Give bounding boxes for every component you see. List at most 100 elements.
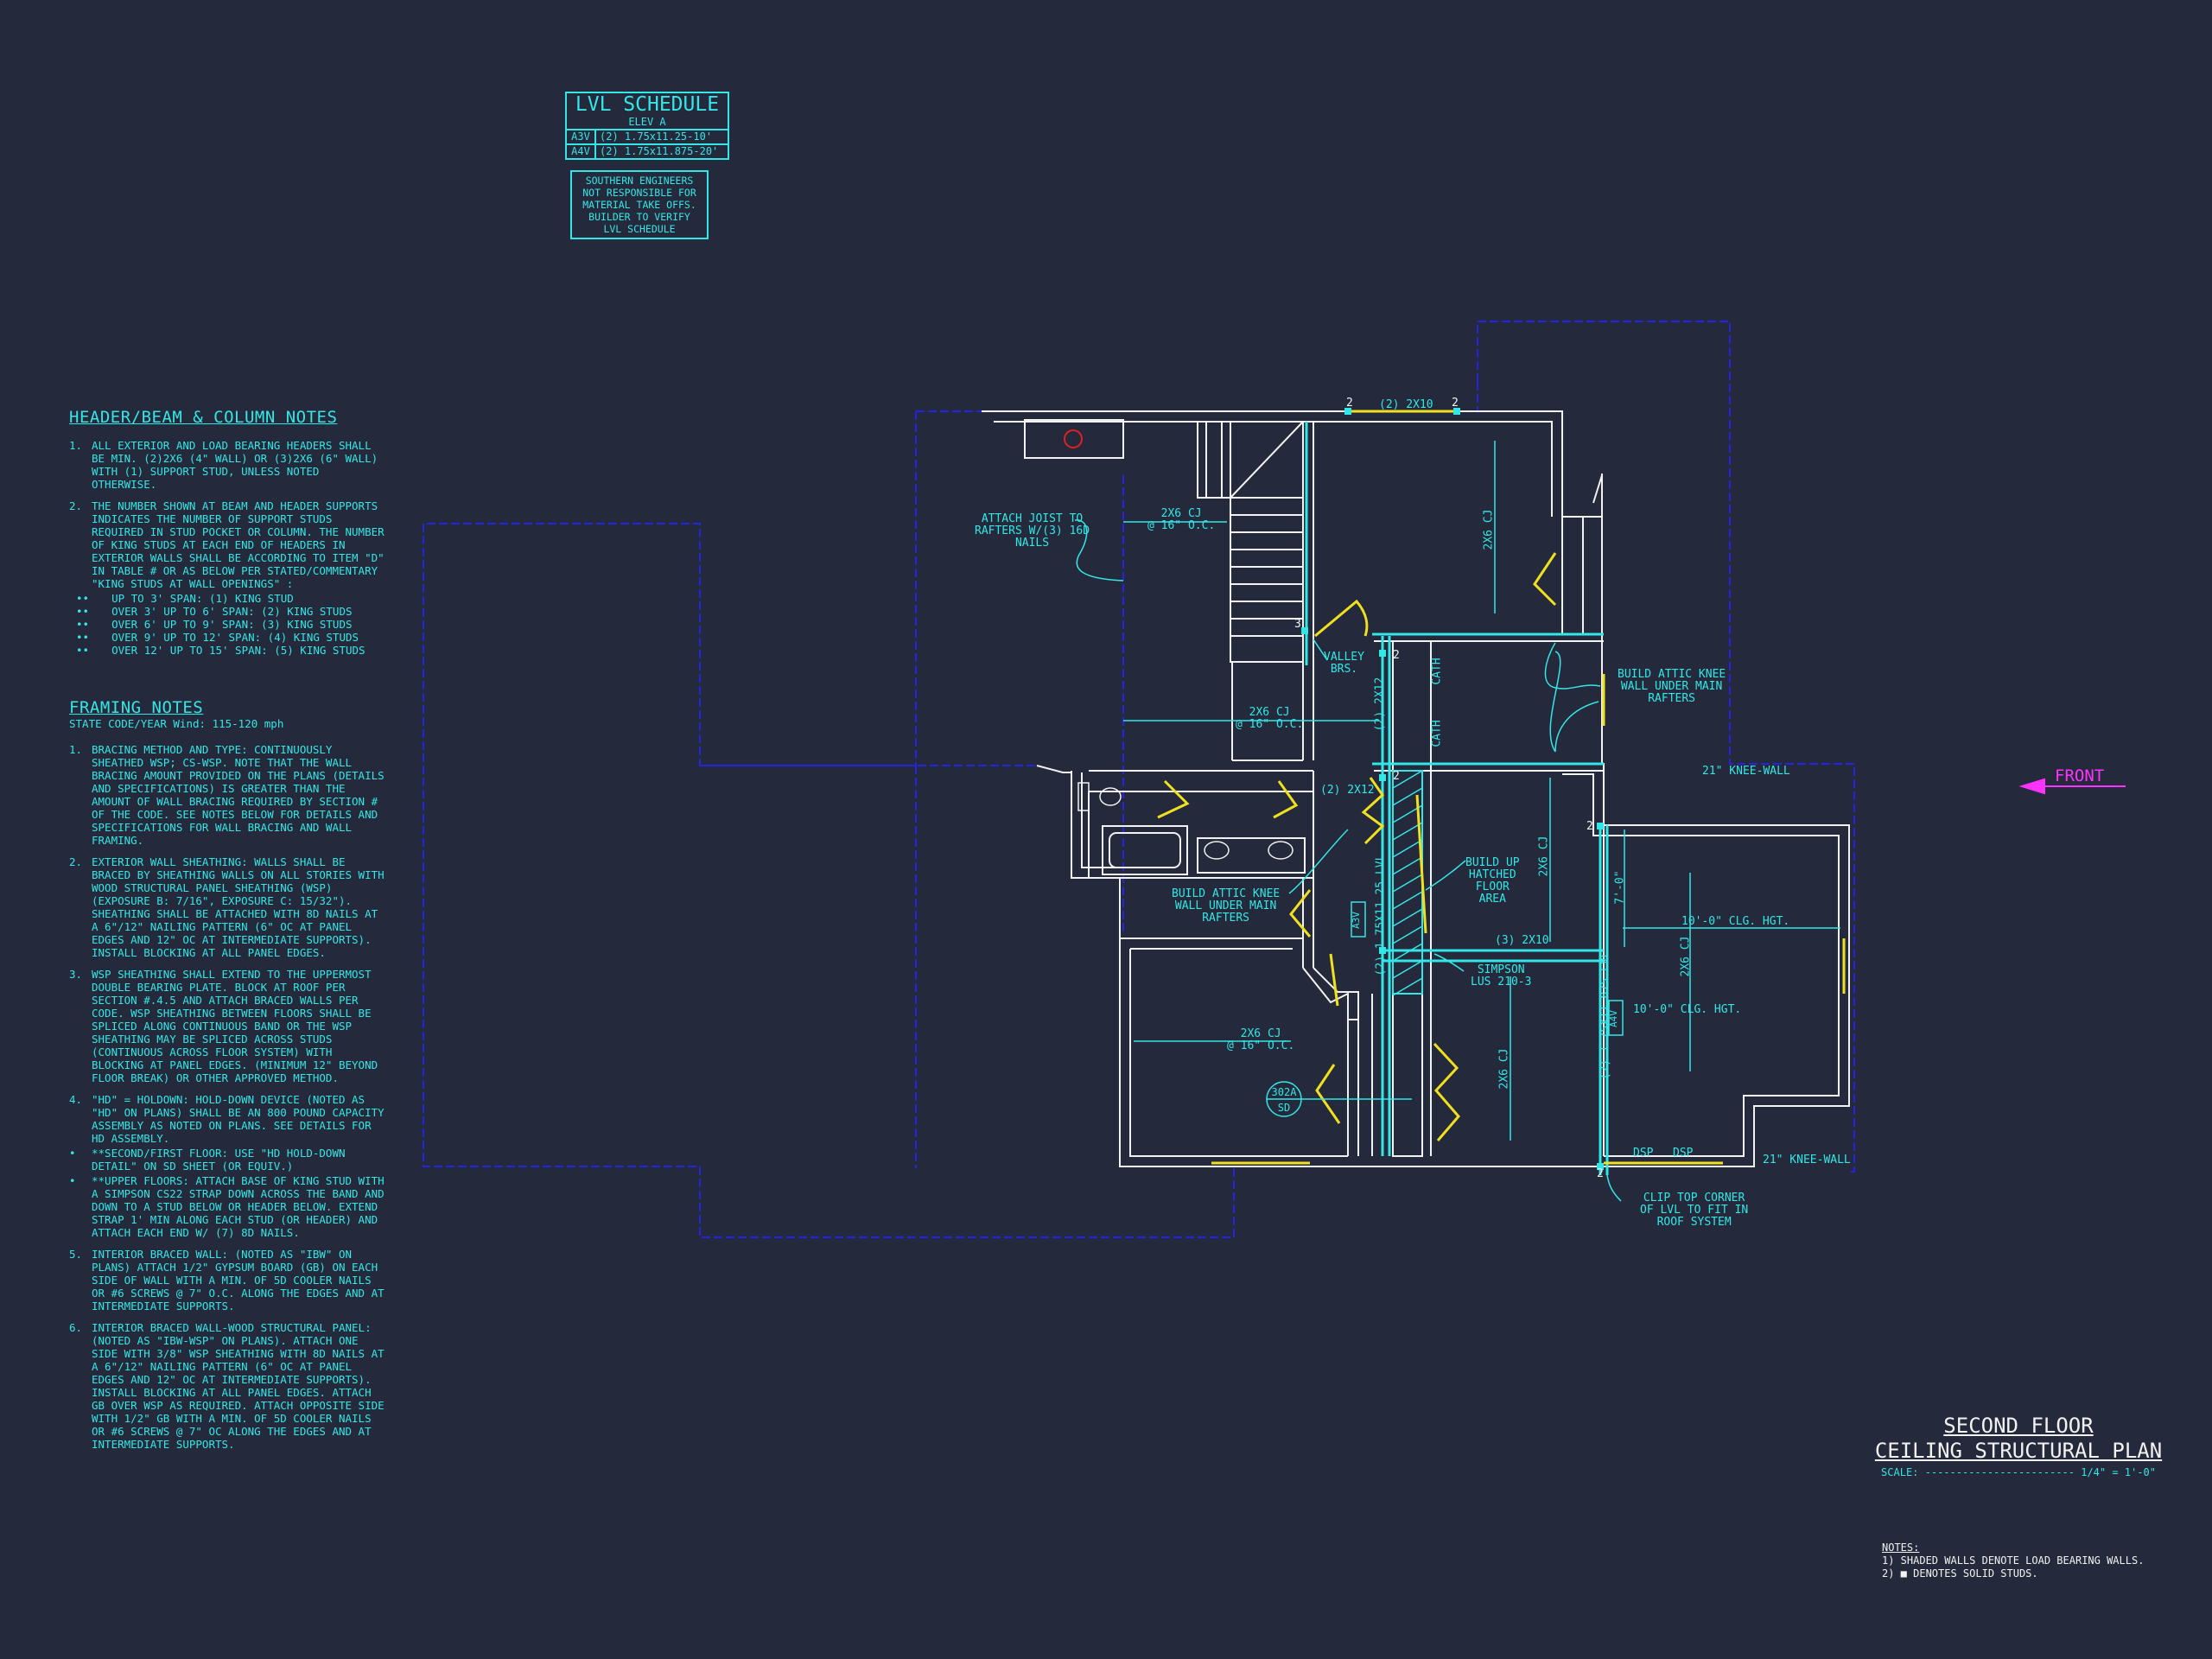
cath-label-2: CATH [1430,720,1444,747]
note-number: 5. [69,1248,83,1261]
note-item: • **UPPER FLOORS: ATTACH BASE OF KING STU… [69,1174,415,1239]
title-block: SECOND FLOOR CEILING STRUCTURAL PLAN SCA… [1865,1414,2172,1479]
disclaimer-line: SOUTHERN ENGINEERS [585,175,694,187]
note-item: 1. ALL EXTERIOR AND LOAD BEARING HEADERS… [69,439,415,491]
joist-arrows [1123,441,1840,1141]
note-item: 6. INTERIOR BRACED WALL-WOOD STRUCTURAL P… [69,1321,415,1451]
header-beam-notes: HEADER/BEAM & COLUMN NOTES 1. ALL EXTERI… [69,408,415,657]
note-text: ALL EXTERIOR AND LOAD BEARING HEADERS SH… [92,439,378,491]
tag-a3v-box [1351,901,1366,938]
leader-lines [1074,519,1622,1202]
note-item: 4."HD" = HOLDOWN: HOLD-DOWN DEVICE (NOTE… [69,1093,415,1145]
note-text: **SECOND/FIRST FLOOR: USE "HD HOLD-DOWN … [92,1147,346,1173]
lvl-disclaimer-box: SOUTHERN ENGINEERS NOT RESPONSIBLE FOR M… [570,170,709,239]
note-number: 6. [69,1321,83,1334]
note-item: 1.BRACING METHOD AND TYPE: CONTINUOUSLY … [69,743,415,847]
stud-count: 2 [1346,397,1353,410]
disclaimer-line: NOT RESPONSIBLE FOR [582,187,696,199]
note-text: INTERIOR BRACED WALL: (NOTED AS "IBW" ON… [92,1248,385,1313]
exterior-walls [982,410,1850,1167]
lvl-spec: (2) 1.75x11.875-20' [600,145,719,157]
dsp-label-1: DSP [1633,1147,1654,1160]
stud-count: 3 [1294,618,1301,631]
lvl-tag: A3V [567,130,596,143]
header-side-label: (2) 2x12 [1320,784,1375,797]
lvl-schedule-row: A4V (2) 1.75x11.875-20' [567,143,728,158]
note-number: 1. [69,439,83,452]
detail-callout [1266,1081,1412,1117]
header-mid-label: (3) 2x10 [1495,934,1549,947]
front-label: FRONT [2055,766,2105,785]
front-arrow-icon [2018,778,2126,795]
ceiling-height-2: 10'-0" CLG. HGT. [1633,1003,1742,1016]
lvl-beam-label-2: (2) 1.75x11.25 LVL [1374,854,1388,976]
king-stud-row: ••OVER 6' UP TO 9' SPAN: (3) KING STUDS [76,618,353,631]
smoke-detector-icon [1064,429,1083,448]
bottom-note-line: 1) SHADED WALLS DENOTE LOAD BEARING WALL… [1882,1554,2145,1567]
solid-stud-markers [1301,408,1604,1170]
dimension-7ft: 7'-0" [1613,870,1627,905]
beams [1305,422,1609,1175]
note-text: THE NUMBER SHOWN AT BEAM AND HEADER SUPP… [92,499,385,590]
lvl-schedule-title: LVL SCHEDULE [575,93,720,116]
knee-wall-top-label: 21" KNEE-WALL [1702,765,1790,778]
note-number: • [69,1147,76,1160]
bottom-notes: NOTES: 1) SHADED WALLS DENOTE LOAD BEARI… [1882,1541,2144,1580]
stud-count: 2 [1597,1167,1604,1180]
doors-windows [1157,410,1846,1165]
ceiling-joist-upper: 2x6 CJ@ 16" O.C. [1147,507,1216,532]
note-item: 5. INTERIOR BRACED WALL: (NOTED AS "IBW" … [69,1248,415,1313]
king-stud-list: ••UP TO 3' SPAN: (1) KING STUD ••OVER 3'… [76,592,415,657]
note-number: 2. [69,855,83,868]
note-text: BRACING METHOD AND TYPE: CONTINUOUSLY SH… [92,743,385,847]
note-text: WSP SHEATHING SHALL EXTEND TO THE UPPERM… [92,968,378,1084]
lvl-spec: (2) 1.75x11.25-10' [600,130,713,143]
stud-count: 2 [1393,649,1400,662]
framing-notes: FRAMING NOTES STATE CODE/YEAR Wind: 115-… [69,698,415,1459]
scale-line: SCALE: ------------------------ 1/4" = 1… [1881,1466,2156,1478]
note-number: 3. [69,968,83,981]
note-text: **UPPER FLOORS: ATTACH BASE OF KING STUD… [92,1174,385,1239]
disclaimer-line: LVL SCHEDULE [603,223,676,235]
tag-a3v: A3V [1350,912,1362,929]
title-line-2: CEILING STRUCTURAL PLAN [1874,1439,2163,1463]
stud-count: 2 [1452,397,1459,410]
ceiling-joist-vertical-2: 2x6 CJ [1537,836,1551,877]
ceiling-joist-vertical-4: 2x6 CJ [1679,936,1693,977]
detail-sheet: SD [1278,1102,1290,1114]
stud-count: 2 [1586,820,1593,833]
header-top-label: (2) 2x10 [1379,398,1433,411]
fixtures [1077,782,1294,860]
note-number: 4. [69,1093,83,1106]
bottom-notes-title: NOTES: [1882,1541,1920,1554]
note-number: • [69,1174,76,1187]
tag-a4v: A4V [1607,1010,1619,1027]
note-item: 2. EXTERIOR WALL SHEATHING: WALLS SHALL B… [69,855,415,959]
lvl-schedule-row: A3V (2) 1.75x11.25-10' [567,129,728,143]
note-text: INTERIOR BRACED WALL-WOOD STRUCTURAL PAN… [92,1321,385,1451]
roof-outline [423,321,1855,1238]
note-item: • **SECOND/FIRST FLOOR: USE "HD HOLD-DOWN… [69,1147,415,1173]
knee-wall-bottom-label: 21" KNEE-WALL [1763,1154,1851,1166]
note-text: EXTERIOR WALL SHEATHING: WALLS SHALL BE … [92,855,385,959]
lvl-tag: A4V [567,145,596,158]
note-item: 2. THE NUMBER SHOWN AT BEAM AND HEADER S… [69,499,415,590]
lvl-schedule-box: LVL SCHEDULE ELEV A A3V (2) 1.75x11.25-1… [565,92,729,160]
note-item: 3. WSP SHEATHING SHALL EXTEND TO THE UPPE… [69,968,415,1084]
king-stud-row: ••OVER 12' UP TO 15' SPAN: (5) KING STUD… [76,644,365,657]
tag-a4v-box [1608,1000,1624,1036]
king-stud-row: ••UP TO 3' SPAN: (1) KING STUD [76,592,294,605]
ceiling-joist-vertical-3: 2x6 CJ [1497,1048,1511,1090]
ceiling-joist-vertical-1: 2x6 CJ [1482,509,1496,550]
cath-label-1: CATH [1430,658,1444,685]
title-line-1: SECOND FLOOR [1943,1414,2094,1438]
header-notes-title: HEADER/BEAM & COLUMN NOTES [69,408,338,427]
detail-number: 302A [1272,1086,1298,1098]
king-stud-row: ••OVER 3' UP TO 6' SPAN: (2) KING STUDS [76,605,353,618]
